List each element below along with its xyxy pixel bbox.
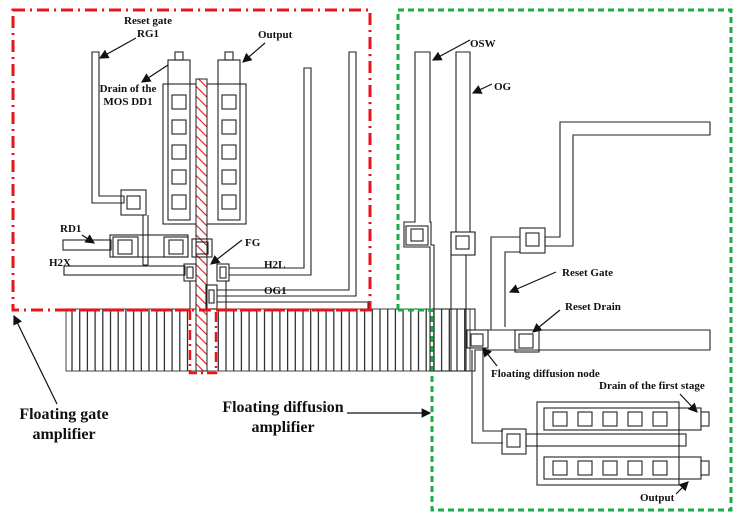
contact (221, 169, 237, 185)
output-stage-active (536, 401, 680, 486)
contact (171, 194, 187, 210)
contact (171, 169, 187, 185)
rg1-contact (120, 189, 147, 216)
label-drain-first-stage: Drain of the first stage (599, 380, 705, 392)
label-h2x: H2X (49, 257, 71, 269)
h2x-line (63, 265, 186, 276)
label-fda-amplifier: amplifier (251, 419, 314, 436)
label-reset-gate: Reset Gate (562, 267, 613, 279)
label-osw: OSW (470, 38, 496, 50)
label-floating-diffusion-amplifier: Floating diffusion (222, 399, 343, 416)
floating-diffusion-amplifier-layout (403, 51, 711, 486)
contact (221, 119, 237, 135)
label-mos-dd1: MOS DD1 (103, 96, 152, 108)
rg1-contact-inner (126, 195, 141, 210)
label-fg: FG (245, 237, 261, 249)
contact (221, 94, 237, 110)
floating-diffusion-amplifier-box (396, 8, 733, 512)
contact (221, 194, 237, 210)
label-reset-gate-rg1: Reset gate (124, 15, 172, 27)
floating-diffusion-node (466, 329, 489, 349)
contact (652, 411, 668, 427)
contact (552, 460, 568, 476)
reset-drain-contact (514, 329, 540, 353)
og-line (450, 51, 476, 372)
contact (602, 460, 618, 476)
register-gate-electrodes (71, 309, 466, 371)
og1-gate (205, 284, 218, 310)
label-output-top: Output (258, 29, 293, 41)
fd-diffusion (432, 308, 711, 372)
h2l-line (229, 67, 312, 276)
contact (577, 460, 593, 476)
label-reset-drain: Reset Drain (565, 301, 621, 313)
contact (652, 460, 668, 476)
contact (221, 144, 237, 160)
label-output-bottom: Output (640, 492, 675, 504)
ccd-register (65, 308, 471, 372)
contact (552, 411, 568, 427)
label-og1: OG1 (264, 285, 287, 297)
label-rg1: RG1 (137, 28, 159, 40)
label-og: OG (494, 81, 512, 93)
rg1-line (91, 51, 125, 204)
label-floating-gate-amplifier: Floating gate (19, 406, 108, 423)
label-rd1: RD1 (60, 223, 81, 235)
contact (171, 144, 187, 160)
output-contacts (552, 411, 668, 476)
contact (171, 119, 187, 135)
label-h2l: H2L (264, 259, 285, 271)
floating-gate-amplifier-layout (62, 51, 369, 372)
label-drain-mos: Drain of the (100, 83, 157, 95)
label-floating-diffusion-node: Floating diffusion node (491, 368, 600, 380)
floating-gate-strip (195, 78, 208, 372)
contact (171, 94, 187, 110)
og1-line (217, 51, 357, 297)
contact (627, 411, 643, 427)
contact (602, 411, 618, 427)
rd1-line (62, 239, 112, 251)
contact (627, 460, 643, 476)
mos-contacts (171, 94, 237, 210)
output-gate-line (525, 433, 687, 447)
register-outline (65, 308, 471, 372)
label-fga-amplifier: amplifier (32, 426, 95, 443)
floating-gate-amplifier-box (11, 8, 372, 312)
reset-gate-line (544, 121, 711, 247)
contact (577, 411, 593, 427)
